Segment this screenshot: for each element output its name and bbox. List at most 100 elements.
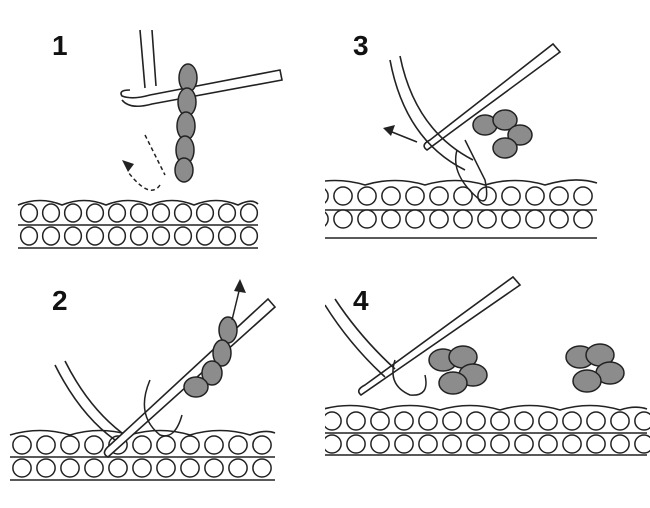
stitch: [490, 434, 510, 454]
stitch: [501, 186, 521, 206]
stitch: [418, 411, 438, 431]
fabric-rows: [325, 179, 598, 239]
yarn-path-arrow: [231, 286, 241, 321]
step-2-illustration: [9, 279, 277, 481]
stitch: [573, 186, 593, 206]
stitch: [180, 458, 200, 478]
step-4-illustration: [325, 275, 650, 456]
stitch: [429, 186, 449, 206]
hook: [325, 275, 522, 397]
stitch: [610, 411, 630, 431]
stitch: [634, 411, 650, 431]
stitch: [418, 434, 438, 454]
stitch: [252, 435, 272, 455]
stitch: [36, 435, 56, 455]
stitch: [63, 226, 83, 246]
stitch: [346, 411, 366, 431]
arrow-head-icon: [383, 125, 395, 136]
stitch: [228, 458, 248, 478]
stitch: [129, 203, 149, 223]
stitch: [333, 186, 353, 206]
stitch: [151, 226, 171, 246]
stitch: [129, 226, 149, 246]
stitch: [442, 434, 462, 454]
yarn-bobble: [428, 345, 488, 395]
stitch: [562, 411, 582, 431]
stitch: [370, 434, 390, 454]
stitch: [501, 209, 521, 229]
stitch: [60, 458, 80, 478]
hook: [389, 42, 562, 171]
stitch: [204, 458, 224, 478]
step-3-number: 3: [353, 30, 369, 61]
stitch: [381, 209, 401, 229]
yarn-bobble: [472, 109, 533, 159]
stitch: [610, 434, 630, 454]
stitch: [357, 186, 377, 206]
stitch: [84, 458, 104, 478]
stitch: [19, 203, 39, 223]
hook: [120, 29, 283, 108]
stitch: [173, 226, 193, 246]
fabric-rows: [17, 199, 259, 249]
stitch: [36, 458, 56, 478]
stitch: [239, 203, 259, 223]
stitch: [41, 203, 61, 223]
stitch: [108, 458, 128, 478]
stitch: [156, 458, 176, 478]
yarn-chain: [174, 63, 198, 183]
stitch: [180, 435, 200, 455]
stitch: [333, 209, 353, 229]
stitch: [466, 434, 486, 454]
stitch: [107, 226, 127, 246]
stitch: [239, 226, 259, 246]
stitch: [477, 209, 497, 229]
stitch: [453, 209, 473, 229]
arrow-head-icon: [122, 160, 134, 172]
stitch: [538, 434, 558, 454]
step-1-panel: 1: [0, 0, 325, 265]
step-1-illustration: [17, 29, 283, 249]
stitch: [466, 411, 486, 431]
stitch: [173, 203, 193, 223]
stitch: [41, 226, 61, 246]
stitch: [12, 458, 32, 478]
stitch: [107, 203, 127, 223]
stitch: [549, 209, 569, 229]
stitch: [525, 186, 545, 206]
stitch: [325, 211, 329, 227]
stitch: [217, 226, 237, 246]
stitch: [151, 203, 171, 223]
stitch: [514, 411, 534, 431]
stitch: [252, 458, 272, 478]
fabric-rows: [9, 429, 276, 481]
stitch: [325, 411, 342, 431]
stitch: [19, 226, 39, 246]
stitch: [357, 209, 377, 229]
step-3-panel: 3: [325, 0, 650, 265]
stitch: [442, 411, 462, 431]
fabric-rows: [325, 404, 648, 456]
stitch: [204, 435, 224, 455]
step-3-illustration: [325, 42, 598, 239]
stitch: [63, 203, 83, 223]
stitch: [84, 435, 104, 455]
stitch: [12, 435, 32, 455]
stitch: [325, 188, 329, 204]
step-1-number: 1: [52, 30, 68, 61]
step-4-panel: 4: [325, 265, 650, 508]
stitch: [562, 434, 582, 454]
stitch: [514, 434, 534, 454]
stitch: [429, 209, 449, 229]
stitch: [549, 186, 569, 206]
stitch: [586, 434, 606, 454]
stitch: [217, 203, 237, 223]
stitch: [634, 434, 650, 454]
stitch: [228, 435, 248, 455]
step-2-number: 2: [52, 285, 68, 316]
stitch: [370, 411, 390, 431]
stitch: [85, 226, 105, 246]
stitch-row: [19, 203, 259, 246]
stitch: [381, 186, 401, 206]
